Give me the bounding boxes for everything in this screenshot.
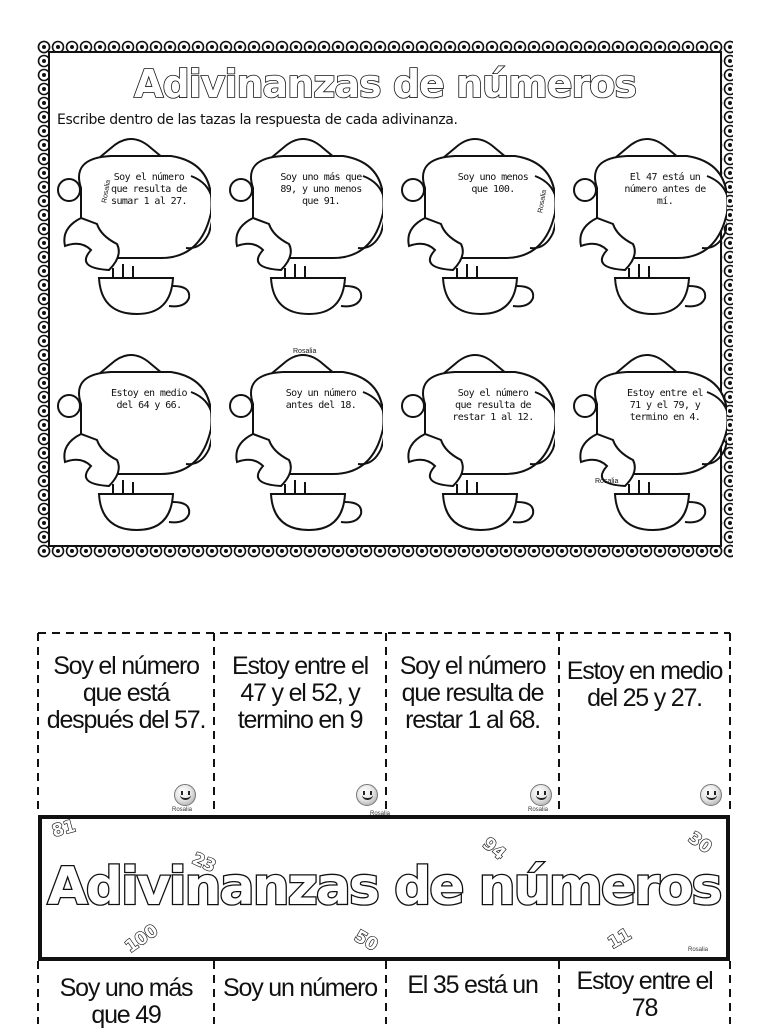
worksheet-instruction: Escribe dentro de las tazas la respuesta… bbox=[57, 112, 458, 128]
number-decoration: 30 bbox=[684, 827, 716, 858]
riddle-text: Soy el número que resulta de sumar 1 al … bbox=[111, 172, 187, 207]
author-tag: Rosalia bbox=[172, 807, 193, 813]
riddle-card-text: Soy un número bbox=[223, 974, 378, 1002]
author-tag: Rosalia bbox=[688, 947, 709, 953]
author-tag: Rosalia bbox=[528, 807, 549, 813]
riddle-card-text: Estoy en medio del 25 y 27. bbox=[566, 657, 724, 712]
riddle-card: Estoy en medio del 25 y 27. bbox=[563, 658, 726, 712]
riddle-teapot: Soy el número que resulta de sumar 1 al … bbox=[51, 128, 211, 318]
smiley-icon bbox=[530, 784, 552, 806]
title-banner: Adivinanzas de números 81 23 94 30 100 5… bbox=[38, 815, 730, 961]
riddle-teapot: Estoy en medio del 64 y 66. bbox=[51, 344, 211, 534]
riddle-text: Soy uno menos que 100. bbox=[457, 172, 529, 195]
smiley-icon bbox=[356, 784, 378, 806]
riddle-teapot: El 47 está un número antes de mí. bbox=[567, 128, 727, 318]
riddle-text: El 47 está un número antes de mí. bbox=[624, 172, 706, 207]
number-decoration: 50 bbox=[350, 926, 382, 956]
riddle-teapot: Soy un número antes del 18. Rosalia bbox=[223, 344, 383, 534]
worksheet-title: Adivinanzas de números bbox=[133, 61, 638, 107]
riddle-card-text: Soy el número que está después del 57. bbox=[46, 652, 207, 734]
riddle-text: Soy un número antes del 18. bbox=[285, 388, 357, 411]
teapot-cup-icon bbox=[57, 138, 211, 316]
banner-title: Adivinanzas de números bbox=[46, 856, 724, 919]
author-tag: Rosalia bbox=[595, 478, 619, 485]
riddle-card-text: El 35 está un bbox=[407, 971, 539, 999]
riddle-card: Soy el número que resulta de restar 1 al… bbox=[390, 653, 555, 734]
riddle-card: Estoy entre el 78 bbox=[563, 968, 726, 1022]
riddle-teapot: Soy el número que resulta de restar 1 al… bbox=[395, 344, 555, 534]
teapot-cup-icon bbox=[573, 138, 727, 316]
riddle-teapot: Estoy entre el 71 y el 79, y termino en … bbox=[567, 344, 727, 534]
riddle-card-text: Soy uno más que 49 bbox=[59, 974, 194, 1029]
riddle-text: Soy uno más que 89, y uno menos que 91. bbox=[280, 172, 362, 207]
teapot-cup-icon bbox=[229, 138, 383, 316]
number-decoration: 11 bbox=[604, 924, 636, 954]
number-decoration: 81 bbox=[49, 816, 78, 843]
smiley-icon bbox=[700, 784, 722, 806]
riddle-teapot: Soy uno más que 89, y uno menos que 91. bbox=[223, 128, 383, 318]
teapot-cup-icon bbox=[229, 354, 383, 532]
teapot-cup-icon bbox=[401, 138, 555, 316]
riddle-text: Estoy en medio del 64 y 66. bbox=[111, 388, 187, 411]
riddle-card: Estoy entre el 47 y el 52, y termino en … bbox=[218, 653, 382, 734]
riddle-text: Soy el número que resulta de restar 1 al… bbox=[452, 388, 534, 423]
number-decoration: 100 bbox=[121, 920, 163, 958]
riddle-card-text: Estoy entre el 47 y el 52, y termino en … bbox=[231, 652, 369, 734]
worksheet: Adivinanzas de números Escribe dentro de… bbox=[37, 40, 733, 558]
riddle-card: Soy uno más que 49 bbox=[42, 975, 210, 1029]
riddle-card-text: Estoy entre el 78 bbox=[576, 967, 713, 1022]
riddle-card: Soy el número que está después del 57. bbox=[42, 653, 210, 734]
riddle-card: Soy un número bbox=[218, 975, 382, 1002]
riddle-text: Estoy entre el 71 y el 79, y termino en … bbox=[627, 388, 703, 423]
teapot-cup-icon bbox=[57, 354, 211, 532]
teapot-cup-icon bbox=[573, 354, 727, 532]
teapot-cup-icon bbox=[401, 354, 555, 532]
riddle-teapot: Soy uno menos que 100. Rosalia bbox=[395, 128, 555, 318]
author-tag: Rosalia bbox=[370, 811, 391, 817]
smiley-icon bbox=[174, 784, 196, 806]
riddle-card: El 35 está un bbox=[390, 972, 555, 999]
author-tag: Rosalia bbox=[293, 348, 317, 355]
riddle-card-text: Soy el número que resulta de restar 1 al… bbox=[399, 652, 547, 734]
